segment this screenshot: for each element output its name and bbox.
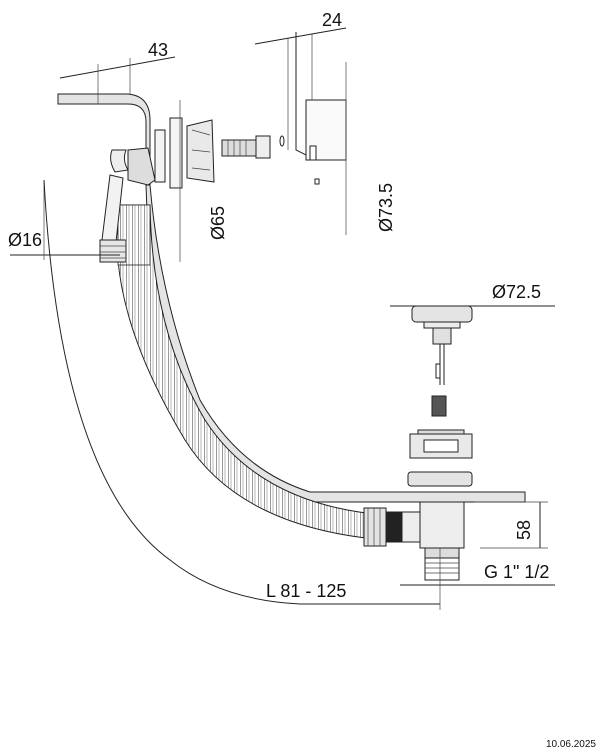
dim-dia-16: Ø16 xyxy=(8,230,42,250)
overflow-fitting xyxy=(99,147,156,263)
dim-24: 24 xyxy=(322,10,342,30)
dim-thread: G 1" 1/2 xyxy=(484,562,549,582)
overflow-exploded-parts xyxy=(154,32,347,189)
dim-43: 43 xyxy=(148,40,168,60)
dim-58: 58 xyxy=(514,520,534,540)
waste-drain-assembly xyxy=(363,305,473,581)
dim-dia-73-5: Ø73.5 xyxy=(376,183,396,232)
dimension-lines xyxy=(10,27,555,610)
dim-dia-72-5: Ø72.5 xyxy=(492,282,541,302)
dim-length-range: L 81 - 125 xyxy=(266,581,346,601)
dim-dia-65: Ø65 xyxy=(208,206,228,240)
drawing-date: 10.06.2025 xyxy=(545,739,596,750)
